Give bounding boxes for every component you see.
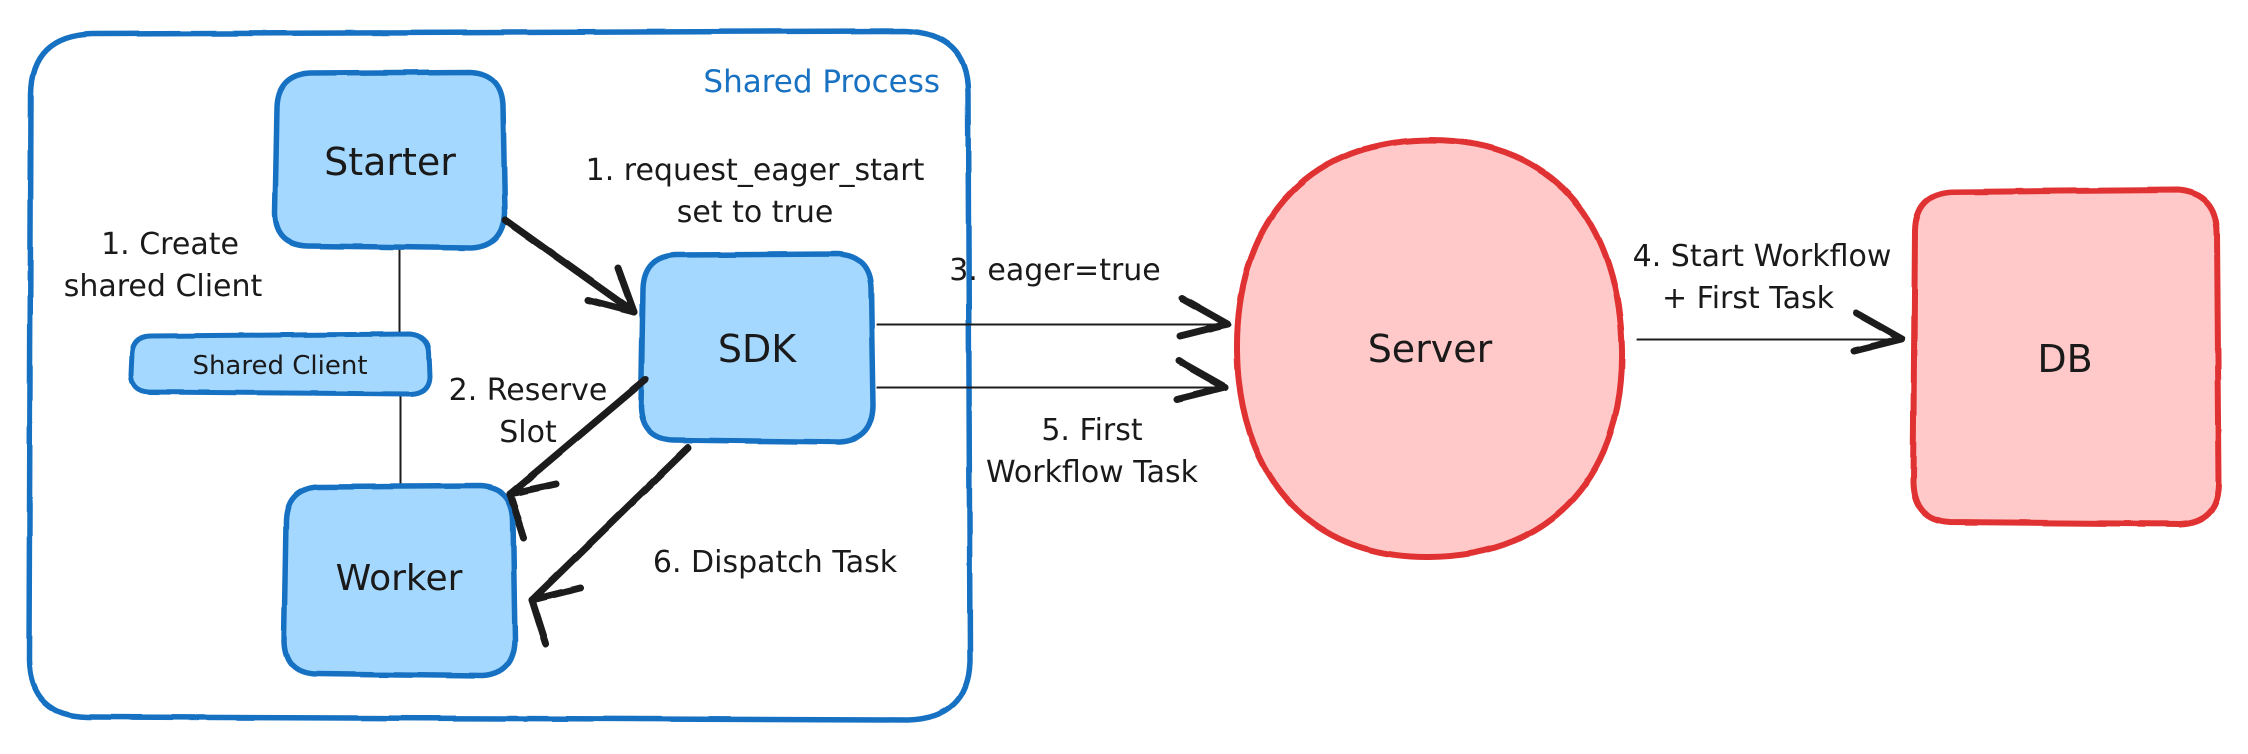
request-eager-start-line — [501, 216, 638, 316]
node-worker[interactable]: Worker — [281, 483, 518, 679]
db-shape — [1910, 187, 2222, 527]
server-shape — [1233, 137, 1626, 561]
arrow-reserve-slot — [506, 376, 649, 542]
arrow-eager-true: 3. eager=true — [876, 253, 1232, 340]
label-request-eager-start: 1. request_eager_start set to true — [586, 153, 925, 230]
shared-client-connector — [396, 247, 404, 493]
start-workflow-line — [1636, 335, 1906, 344]
starter-shape — [272, 69, 508, 251]
node-shared-client[interactable]: Shared Client — [128, 331, 433, 397]
arrow-request-eager-start — [501, 216, 638, 316]
first-workflow-task-arrowhead — [1173, 357, 1229, 403]
eager-true-arrowhead — [1176, 294, 1232, 340]
reserve-slot-label-line2: Slot — [499, 415, 557, 450]
worker-label: Worker — [336, 558, 463, 599]
server-label: Server — [1368, 327, 1493, 371]
sdk-label: SDK — [718, 327, 797, 371]
shared-client-label: Shared Client — [192, 351, 367, 381]
label-reserve-slot: 2. Reserve Slot — [449, 373, 608, 450]
shared-process-border — [26, 28, 973, 723]
eager-true-line — [876, 320, 1232, 329]
shared-process-label: Shared Process — [703, 64, 940, 100]
shared-client-shape — [128, 331, 433, 397]
reserve-slot-line — [506, 376, 649, 498]
label-dispatch-task: 6. Dispatch Task — [653, 545, 898, 580]
arrow-dispatch-task — [528, 444, 692, 648]
shared-process-container: Shared Process — [26, 28, 973, 723]
start-workflow-label-line2: + First Task — [1662, 281, 1835, 316]
label-create-shared-client: 1. Create shared Client — [64, 227, 263, 304]
arrow-start-workflow: 4. Start Workflow + First Task — [1633, 239, 1906, 355]
worker-shape — [281, 483, 518, 679]
arrow-first-workflow-task: 5. First Workflow Task — [876, 357, 1229, 490]
start-workflow-arrowhead — [1850, 309, 1906, 355]
reserve-slot-arrowhead — [506, 480, 560, 542]
dispatch-task-arrowhead — [528, 584, 584, 648]
starter-to-sharedclient-line — [396, 247, 403, 345]
node-starter[interactable]: Starter — [272, 69, 508, 251]
node-db[interactable]: DB — [1910, 187, 2222, 527]
db-label: DB — [2037, 337, 2092, 381]
create-shared-client-label-line2: shared Client — [64, 269, 263, 304]
first-workflow-task-label-line1: 5. First — [1041, 413, 1143, 448]
request-eager-start-arrowhead — [584, 264, 638, 316]
sharedclient-to-worker-line — [397, 387, 404, 493]
first-workflow-task-line — [876, 383, 1229, 392]
start-workflow-label-line1: 4. Start Workflow — [1633, 239, 1892, 274]
first-workflow-task-label-line2: Workflow Task — [986, 455, 1199, 490]
reserve-slot-label-line1: 2. Reserve — [449, 373, 608, 408]
sdk-shape — [638, 251, 876, 445]
dispatch-task-label: 6. Dispatch Task — [653, 545, 898, 580]
create-shared-client-label-line1: 1. Create — [101, 227, 239, 262]
request-eager-start-label-line1: 1. request_eager_start — [586, 153, 925, 188]
dispatch-task-line — [528, 444, 692, 604]
starter-label: Starter — [324, 140, 456, 184]
node-server[interactable]: Server — [1233, 137, 1626, 561]
eager-true-label: 3. eager=true — [949, 253, 1161, 288]
node-sdk[interactable]: SDK — [638, 251, 876, 445]
request-eager-start-label-line2: set to true — [677, 195, 834, 230]
